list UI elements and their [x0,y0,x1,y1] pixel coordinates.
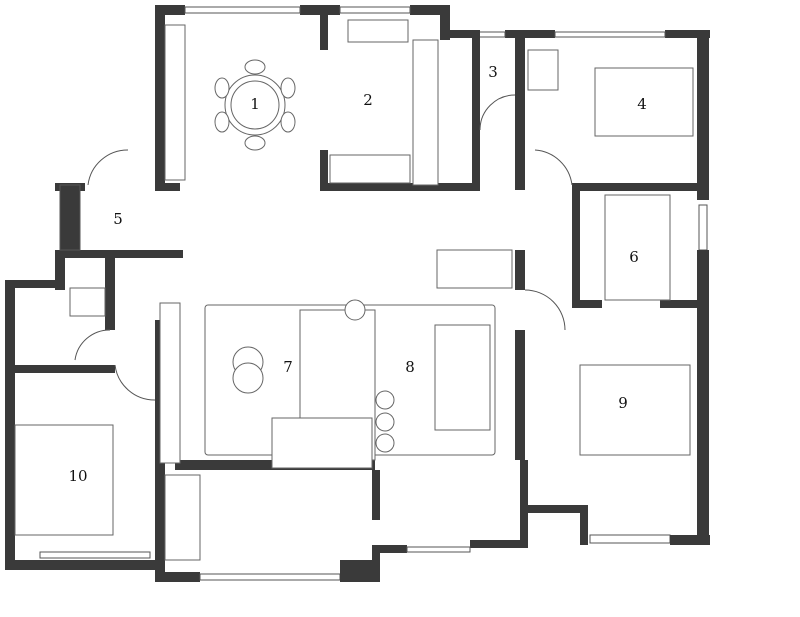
room-label-5: 5 [113,210,123,228]
room-label-4: 4 [637,95,647,113]
room-label-1: 1 [250,95,260,113]
room-label-10: 10 [68,467,87,485]
room-label-8: 8 [405,358,415,376]
room-label-6: 6 [629,248,639,266]
room-label-7: 7 [283,358,293,376]
furniture [14,19,694,561]
room-label-3: 3 [488,63,498,81]
room-labels: 1 2 3 4 5 6 7 8 9 10 [68,63,646,485]
room-label-2: 2 [363,91,373,109]
room-label-9: 9 [618,394,628,412]
walls [5,5,710,582]
